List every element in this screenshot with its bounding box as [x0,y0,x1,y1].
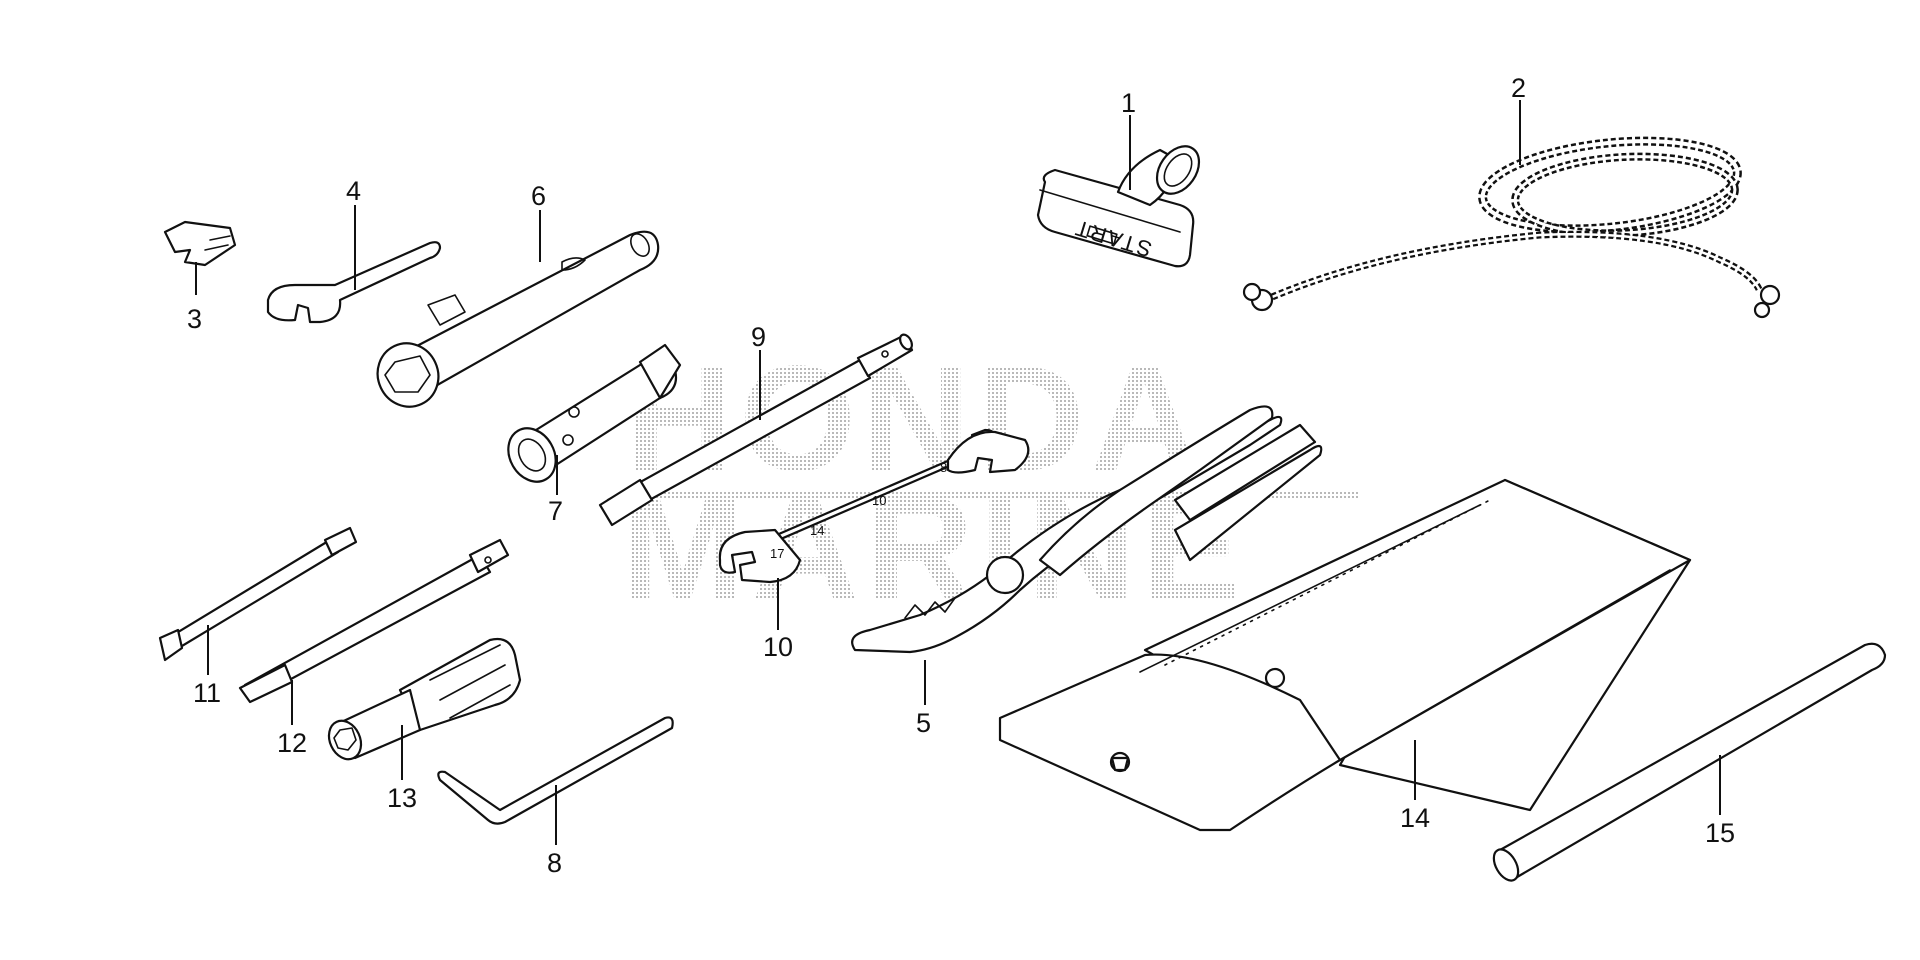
callout-8: 8 [547,848,562,878]
callout-11: 11 [193,678,221,708]
callout-7: 7 [548,496,563,526]
wrench-size-b: 10 [872,493,886,508]
part-12-flat-driver [238,538,510,704]
part-5-pliers [851,405,1323,654]
callout-15: 15 [1705,818,1735,848]
callout-14: 14 [1400,803,1430,833]
callout-12: 12 [277,728,307,758]
part-6-box-spanner [376,230,660,408]
callout-3: 3 [187,304,202,334]
part-14-tool-bag [998,478,1692,832]
part-7-socket [507,343,682,483]
part-2-starter-rope [1242,136,1781,319]
callout-4: 4 [346,176,361,206]
part-15-rod [1492,642,1887,882]
callout-6: 6 [531,181,546,211]
part-9-screwdriver-blade [598,333,914,527]
wrench-size-d: 17 [770,546,784,561]
callout-9: 9 [751,322,766,352]
part-13-handle [327,637,522,761]
part-3-clip [163,220,237,267]
callout-10: 10 [763,632,793,662]
leader-lines [195,100,1721,845]
watermark-line1: HONDA [625,334,1205,502]
part-1-starter-grip: START [1036,145,1201,268]
wrench-size-c: 14 [810,523,824,538]
callout-5: 5 [916,708,931,738]
callout-1: 1 [1121,88,1136,118]
wrench-size-a: 8 [940,460,947,475]
callouts: 1 2 3 4 5 6 7 8 9 10 11 12 13 14 15 [187,73,1735,878]
part-8-hex-key [437,716,674,825]
part-11-driver-bit [158,526,358,662]
part-10-open-wrench: 8 10 14 17 [718,428,1030,584]
callout-13: 13 [387,783,417,813]
callout-2: 2 [1511,73,1526,103]
